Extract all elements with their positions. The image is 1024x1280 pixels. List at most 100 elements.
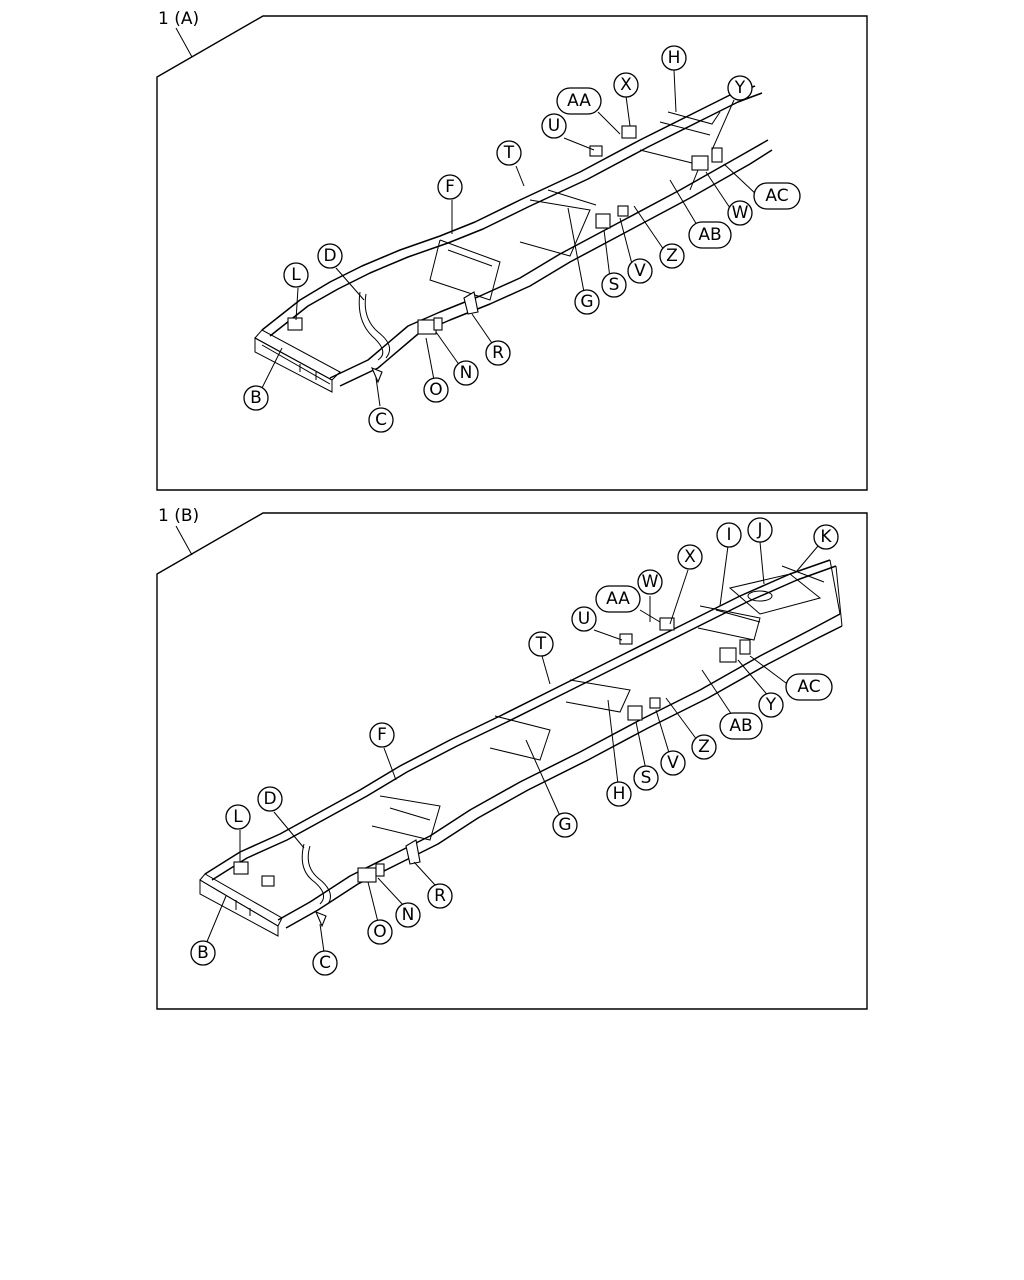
callout-b-f: F (369, 722, 395, 748)
callout-a-g: G (574, 289, 600, 315)
callout-b-x: X (677, 544, 703, 570)
svg-text:H: H (668, 48, 681, 68)
callout-a-f: F (437, 174, 463, 200)
callout-b-s: S (633, 765, 659, 791)
callout-a-o: O (423, 377, 449, 403)
svg-text:D: D (263, 789, 276, 809)
callout-b-r: R (427, 883, 453, 909)
svg-text:W: W (642, 572, 659, 592)
svg-text:Y: Y (734, 78, 746, 98)
svg-text:U: U (578, 609, 590, 629)
svg-text:AA: AA (606, 589, 630, 609)
chassis-frame-a (254, 85, 773, 393)
svg-text:F: F (445, 177, 455, 197)
svg-text:AB: AB (698, 225, 721, 245)
svg-text:W: W (732, 203, 749, 223)
callout-a-t: T (496, 140, 522, 166)
callout-b-g: G (552, 812, 578, 838)
callout-a-l: L (283, 262, 309, 288)
callout-a-v: V (627, 258, 653, 284)
callout-a-z: Z (659, 243, 685, 269)
callout-b-d: D (257, 786, 283, 812)
svg-text:F: F (377, 725, 387, 745)
svg-text:V: V (634, 261, 646, 281)
callout-b-y: Y (758, 692, 784, 718)
svg-text:Y: Y (765, 695, 777, 715)
leaders-b (205, 541, 819, 953)
svg-text:Z: Z (666, 246, 678, 266)
svg-text:B: B (250, 388, 262, 408)
svg-text:V: V (667, 753, 679, 773)
callout-b-v: V (660, 750, 686, 776)
callout-a-x: X (613, 72, 639, 98)
callout-b-k: K (813, 524, 839, 550)
callout-a-s: S (601, 272, 627, 298)
svg-text:S: S (609, 275, 620, 295)
svg-text:H: H (613, 784, 626, 804)
callout-a-u: U (541, 113, 567, 139)
svg-text:O: O (429, 380, 442, 400)
callout-b-j: J (747, 517, 773, 543)
svg-text:U: U (548, 116, 560, 136)
panel-a-title: 1 (A) (158, 9, 199, 29)
callout-a-ac: AC (753, 182, 801, 210)
svg-text:G: G (558, 815, 571, 835)
callout-a-w: W (727, 200, 753, 226)
svg-text:R: R (434, 886, 446, 906)
svg-text:I: I (726, 525, 731, 545)
leaders-a (261, 69, 759, 407)
callout-b-b: B (190, 940, 216, 966)
svg-text:T: T (503, 143, 515, 163)
callout-b-w: W (637, 569, 663, 595)
svg-text:C: C (375, 410, 387, 430)
callout-a-d: D (317, 243, 343, 269)
callout-a-c: C (368, 407, 394, 433)
callout-b-h: H (606, 781, 632, 807)
svg-text:L: L (233, 807, 243, 827)
panel-a-border (156, 15, 868, 491)
svg-text:L: L (291, 265, 301, 285)
callout-b-ab: AB (719, 712, 763, 740)
svg-text:N: N (402, 905, 415, 925)
callout-b-ac: AC (785, 673, 833, 701)
svg-text:T: T (535, 634, 547, 654)
svg-text:B: B (197, 943, 209, 963)
svg-text:S: S (641, 768, 652, 788)
svg-text:AC: AC (765, 186, 788, 206)
callout-b-u: U (571, 606, 597, 632)
panel-b: 1 (B) (156, 506, 868, 1010)
callout-b-z: Z (691, 734, 717, 760)
svg-text:AC: AC (797, 677, 820, 697)
callout-a-aa: AA (556, 87, 602, 115)
panel-b-title: 1 (B) (158, 506, 199, 526)
callout-a-y: Y (727, 75, 753, 101)
svg-text:Z: Z (698, 737, 710, 757)
callout-b-c: C (312, 950, 338, 976)
svg-text:O: O (373, 922, 386, 942)
callout-b-i: I (716, 522, 742, 548)
svg-text:G: G (580, 292, 593, 312)
callout-b-o: O (367, 919, 393, 945)
panel-b-border (156, 512, 868, 1010)
svg-text:C: C (319, 953, 331, 973)
panel-a: 1 (A) (156, 9, 868, 491)
svg-text:X: X (620, 75, 632, 95)
callout-b-l: L (225, 804, 251, 830)
callout-a-ab: AB (688, 221, 732, 249)
callout-b-n: N (395, 902, 421, 928)
svg-text:K: K (820, 527, 832, 547)
callout-a-n: N (453, 360, 479, 386)
svg-text:AB: AB (729, 716, 752, 736)
svg-text:N: N (460, 363, 473, 383)
svg-text:AA: AA (567, 91, 591, 111)
svg-text:J: J (756, 520, 762, 540)
callout-b-aa: AA (595, 585, 641, 613)
callout-b-t: T (528, 631, 554, 657)
callout-a-h: H (661, 45, 687, 71)
svg-text:R: R (492, 343, 504, 363)
callout-a-b: B (243, 385, 269, 411)
callout-a-r: R (485, 340, 511, 366)
svg-text:D: D (323, 246, 336, 266)
chassis-frame-b (199, 559, 843, 937)
